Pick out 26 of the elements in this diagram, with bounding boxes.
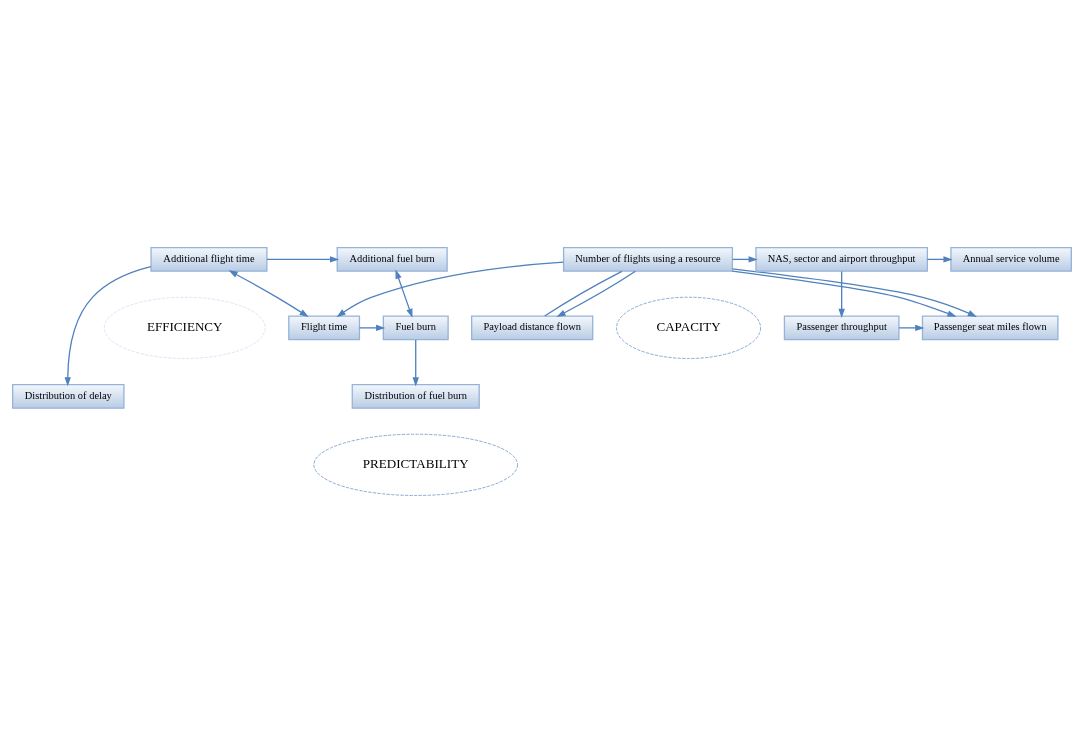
connector: [544, 270, 623, 317]
arrow: [898, 324, 925, 331]
arrow: [838, 270, 845, 318]
arrow: [64, 265, 152, 386]
arrow: [228, 269, 309, 317]
node-box: NAS, sector and airport throughput: [755, 246, 929, 272]
node-box: Additional flight time: [150, 246, 268, 272]
arrow: [556, 270, 637, 317]
node-box: Annual service volume: [950, 246, 1072, 272]
node-box: Number of flights using a resource: [562, 246, 734, 272]
arrow: [412, 338, 419, 386]
node-ellipse: EFFICIENCY: [103, 296, 266, 359]
node-box: Passenger throughput: [783, 314, 900, 340]
arrow: [336, 260, 565, 317]
arrow: [358, 324, 386, 331]
node-box: Payload distance flown: [471, 314, 594, 340]
arrow: [395, 269, 413, 318]
node-ellipse: PREDICTABILITY: [313, 433, 518, 496]
node-ellipse: CAPACITY: [616, 296, 761, 359]
node-box: Distribution of delay: [12, 383, 125, 409]
node-box: Flight time: [288, 314, 361, 340]
node-box: Fuel burn: [382, 314, 449, 340]
arrow: [266, 255, 340, 263]
node-box: Passenger seat miles flown: [921, 314, 1059, 340]
node-box: Distribution of fuel burn: [351, 383, 480, 409]
node-box: Additional fuel burn: [336, 246, 448, 272]
